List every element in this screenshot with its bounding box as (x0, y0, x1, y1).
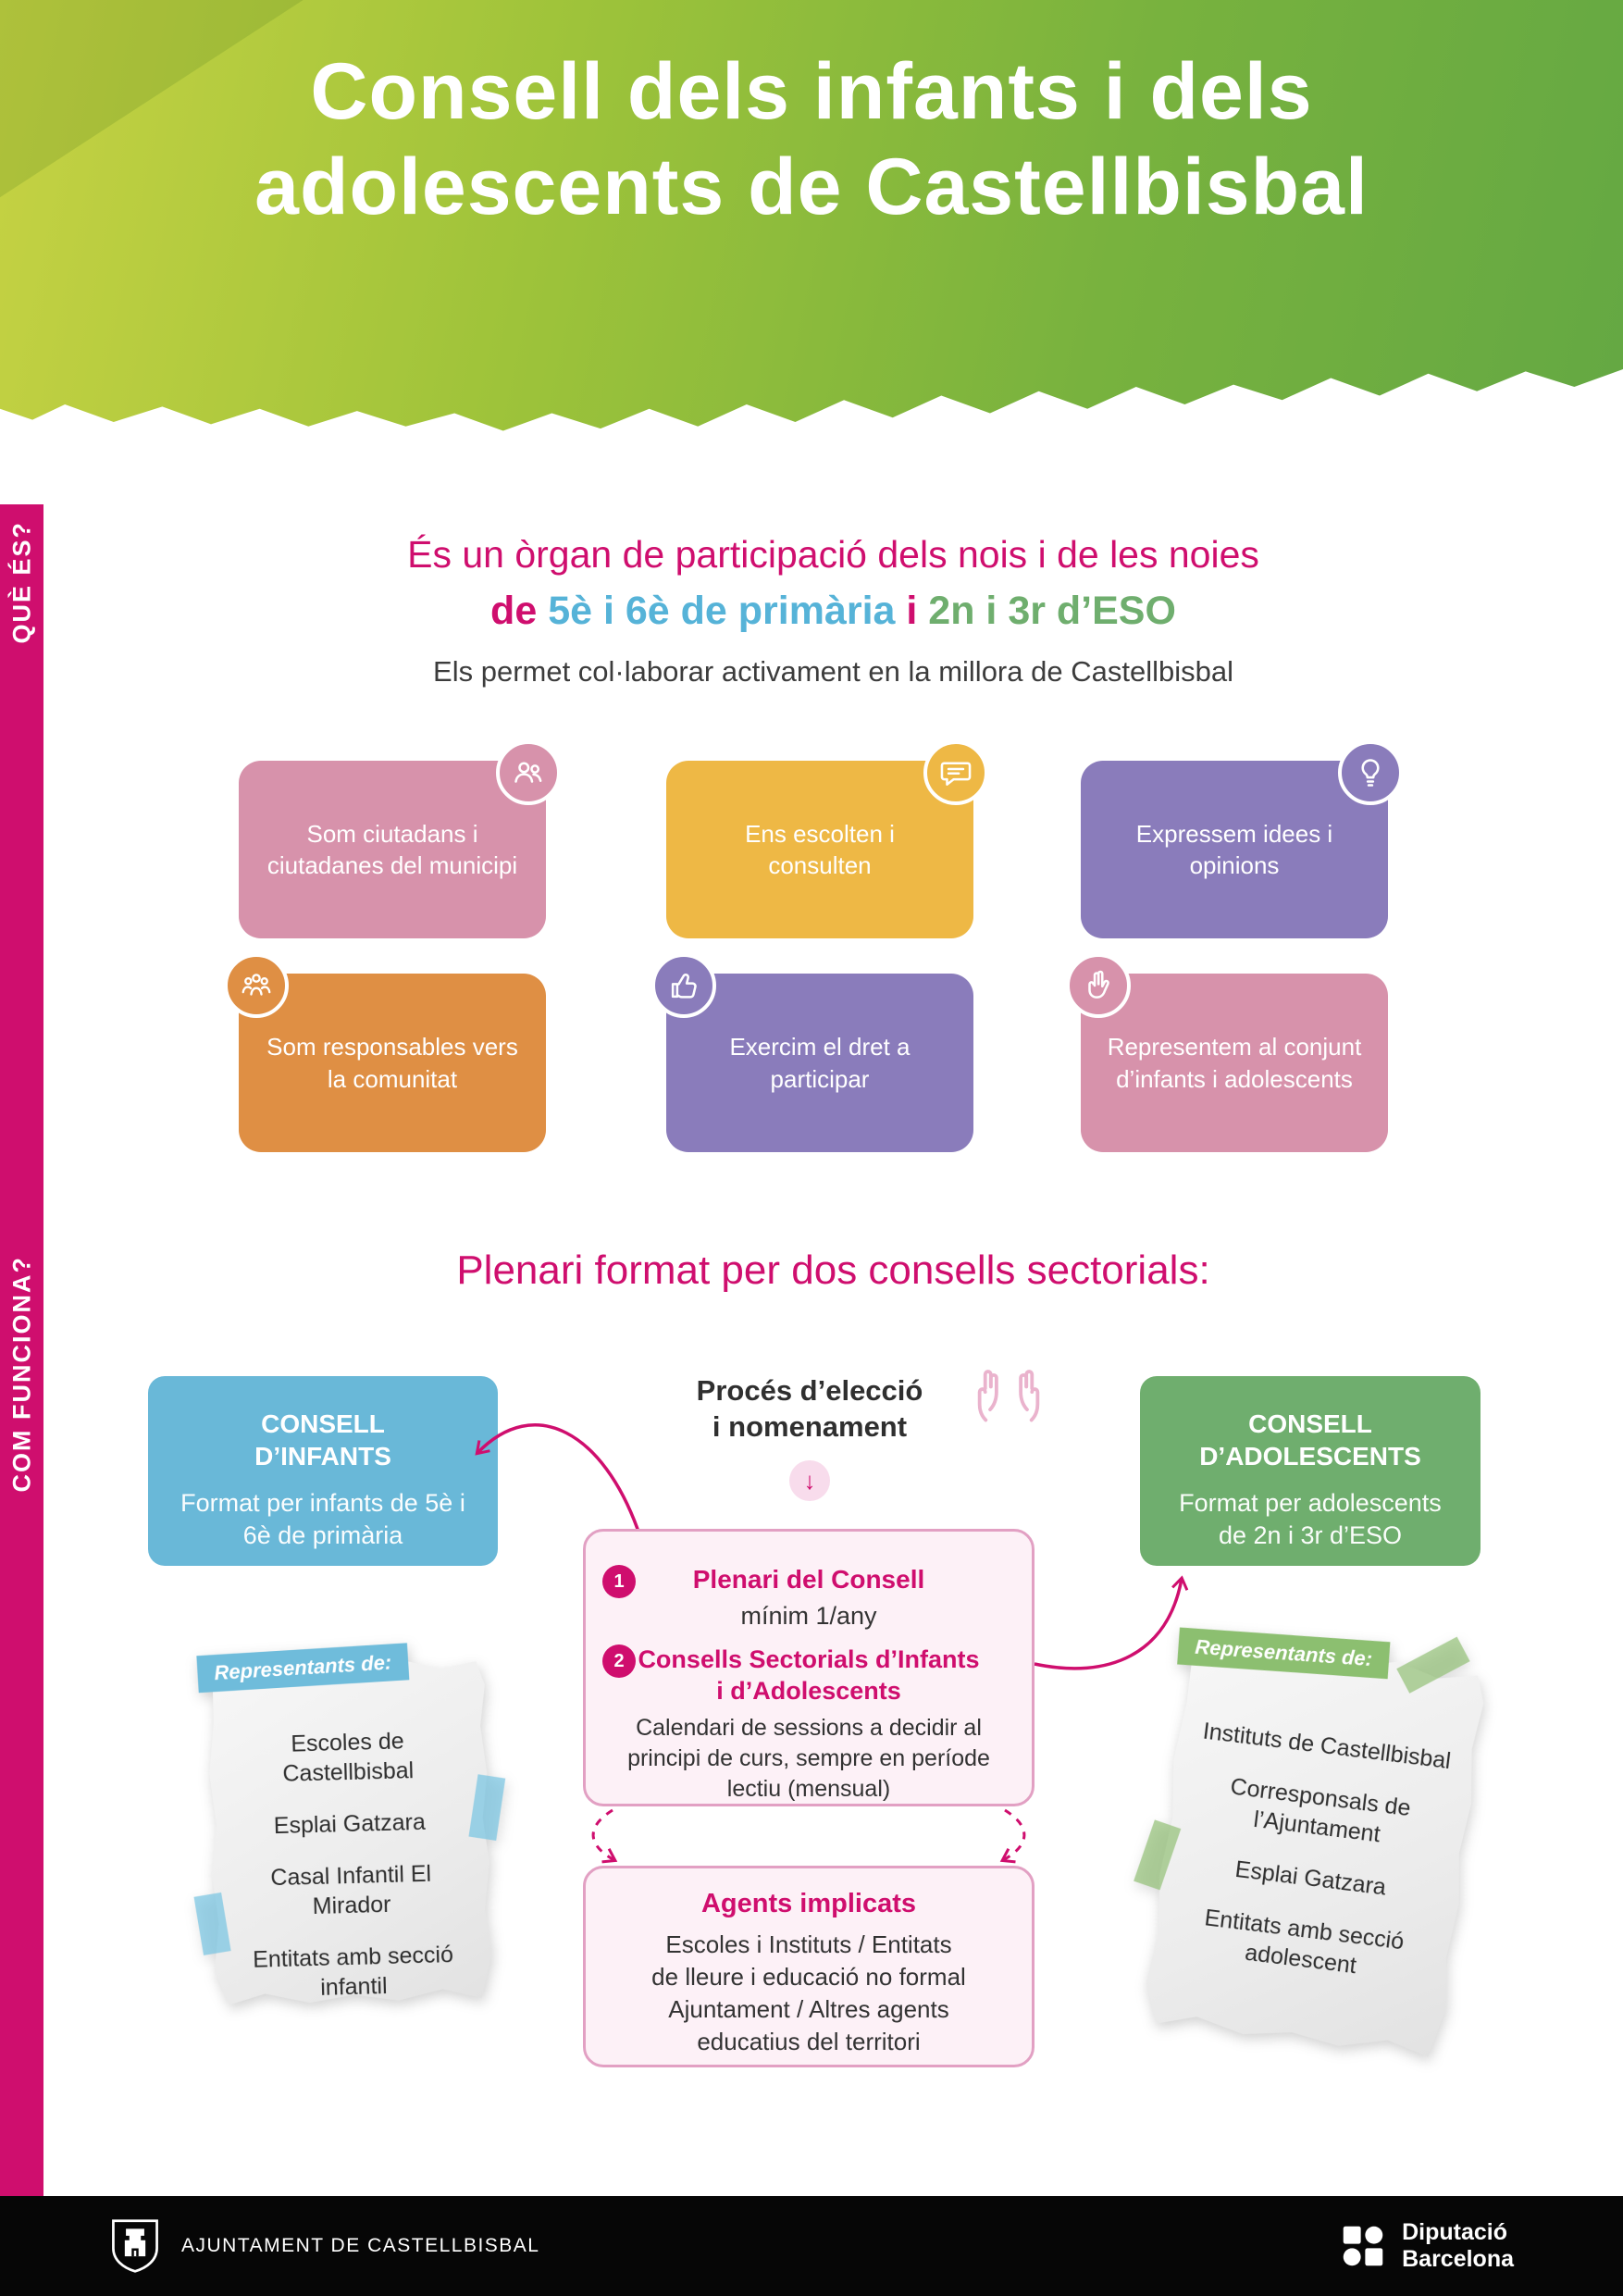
list-item: Corresponsals de l’Ajuntament (1229, 1773, 1413, 1848)
card-representem: Representem al conjunt d’infants i adole… (1066, 953, 1388, 1152)
step-1-badge: 1 (602, 1565, 636, 1598)
card-exercim-dret: Exercim el dret a participar (651, 953, 973, 1152)
sidebar-label-com-funciona: COM FUNCIONA? (7, 1256, 35, 1493)
council-adolescents-body: Format per adolescents de 2n i 3r d’ESO (1179, 1489, 1442, 1550)
header-banner: Consell dels infants i dels adolescents … (0, 0, 1623, 431)
card-ens-escolten: Ens escolten i consulten (666, 740, 988, 938)
idea-icon (1338, 740, 1403, 805)
plenari-item1-title: Plenari del Consell (692, 1565, 925, 1594)
page-title-line1: Consell dels infants i dels (310, 47, 1313, 136)
raised-hands-icon (977, 1370, 1040, 1422)
page-title: Consell dels infants i dels adolescents … (0, 44, 1623, 235)
intro-part-de: de (490, 589, 549, 633)
agents-title: Agents implicats (700, 1889, 917, 1918)
council-infants-body: Format per infants de 5è i 6è de primàri… (180, 1489, 465, 1550)
council-adolescents-box: CONSELL D’ADOLESCENTS Format per adolesc… (1140, 1376, 1481, 1566)
diputacio-logo (1343, 2226, 1383, 2266)
thumbs-up-icon (651, 953, 716, 1018)
list-item: Esplai Gatzara (1233, 1855, 1388, 1901)
council-infants-title: CONSELL D’INFANTS (254, 1409, 391, 1471)
footer-bar: AJUNTAMENT DE CASTELLBISBAL Diputació Ba… (0, 2196, 1623, 2296)
intro-subheading: de 5è i 6è de primària i 2n i 3r d’ESO (43, 589, 1623, 634)
how-section-title: Plenari format per dos consells sectoria… (456, 1247, 1210, 1293)
ajuntament-label: AJUNTAMENT DE CASTELLBISBAL (181, 2235, 540, 2256)
intro-part-i: i (895, 589, 929, 633)
note-representants-infants: Representants de: Escoles de Castellbisb… (193, 1643, 506, 2005)
list-item: Esplai Gatzara (273, 1808, 427, 1840)
card-label: Ens escolten i consulten (745, 819, 895, 879)
step-2-badge: 2 (602, 1644, 636, 1678)
speech-bubble-icon (923, 740, 988, 805)
plenari-item2-body: Calendari de sessions a decidir al princ… (627, 1715, 990, 1802)
page-title-line2: adolescents de Castellbisbal (254, 143, 1369, 232)
ajuntament-logo-group: AJUNTAMENT DE CASTELLBISBAL (109, 2217, 539, 2275)
list-item: Casal Infantil El Mirador (270, 1860, 432, 1920)
card-label: Som ciutadans i ciutadanes del municipi (266, 819, 518, 879)
card-som-responsables: Som responsables vers la comunitat (224, 953, 546, 1152)
list-item: Entitats amb secció infantil (252, 1942, 454, 2001)
card-label: Expressem idees i opinions (1135, 819, 1333, 879)
agents-body: Escoles i Instituts / Entitats de lleure… (651, 1930, 966, 2056)
section-sidebar: QUÈ ÉS? COM FUNCIONA? (0, 504, 43, 2197)
card-label: Exercim el dret a participar (729, 1033, 911, 1093)
intro-part-primaria: 5è i 6è de primària (548, 589, 896, 633)
list-item: Escoles de Castellbisbal (282, 1728, 415, 1787)
down-arrow-icon: ↓ (789, 1460, 830, 1501)
people-group-icon (496, 740, 561, 805)
intro-part-eso: 2n i 3r d’ESO (928, 589, 1176, 633)
peace-hand-icon (1066, 953, 1131, 1018)
council-adolescents-title: CONSELL D’ADOLESCENTS (1199, 1409, 1421, 1471)
plenari-item1-body: mínim 1/any (740, 1602, 877, 1630)
intro-heading: És un òrgan de participació dels nois i … (407, 533, 1259, 576)
card-som-ciutadans: Som ciutadans i ciutadanes del municipi (239, 740, 561, 938)
card-label: Som responsables vers la comunitat (266, 1033, 518, 1093)
community-icon (224, 953, 289, 1018)
ajuntament-castle-icon (112, 2219, 158, 2273)
note-item-list: Escoles de Castellbisbal Esplai Gatzara … (227, 1725, 475, 2005)
council-infants-box: CONSELL D’INFANTS Format per infants de … (148, 1376, 498, 1566)
note-representants-adolescents: Representants de: Instituts de Castellbi… (1134, 1627, 1488, 2058)
card-label: Representem al conjunt d’infants i adole… (1107, 1033, 1362, 1093)
note-item-list: Instituts de Castellbisbal Corresponsals… (1168, 1716, 1459, 1991)
diputacio-label: Diputació Barcelona (1402, 2219, 1514, 2272)
diputacio-logo-group: Diputació Barcelona (1339, 2219, 1514, 2273)
agents-box: Agents implicats Escoles i Instituts / E… (583, 1866, 1035, 2067)
intro-description: Els permet col·laborar activament en la … (433, 655, 1233, 688)
plenari-item2-title: Consells Sectorials d’Infants i d’Adoles… (638, 1645, 980, 1705)
plenari-box: 1 Plenari del Consell mínim 1/any 2 Cons… (583, 1529, 1035, 1806)
process-title: Procés d’elecció i nomenament (696, 1374, 923, 1443)
sidebar-label-que-es: QUÈ ÉS? (7, 521, 35, 644)
card-expressem-idees: Expressem idees i opinions (1081, 740, 1403, 938)
